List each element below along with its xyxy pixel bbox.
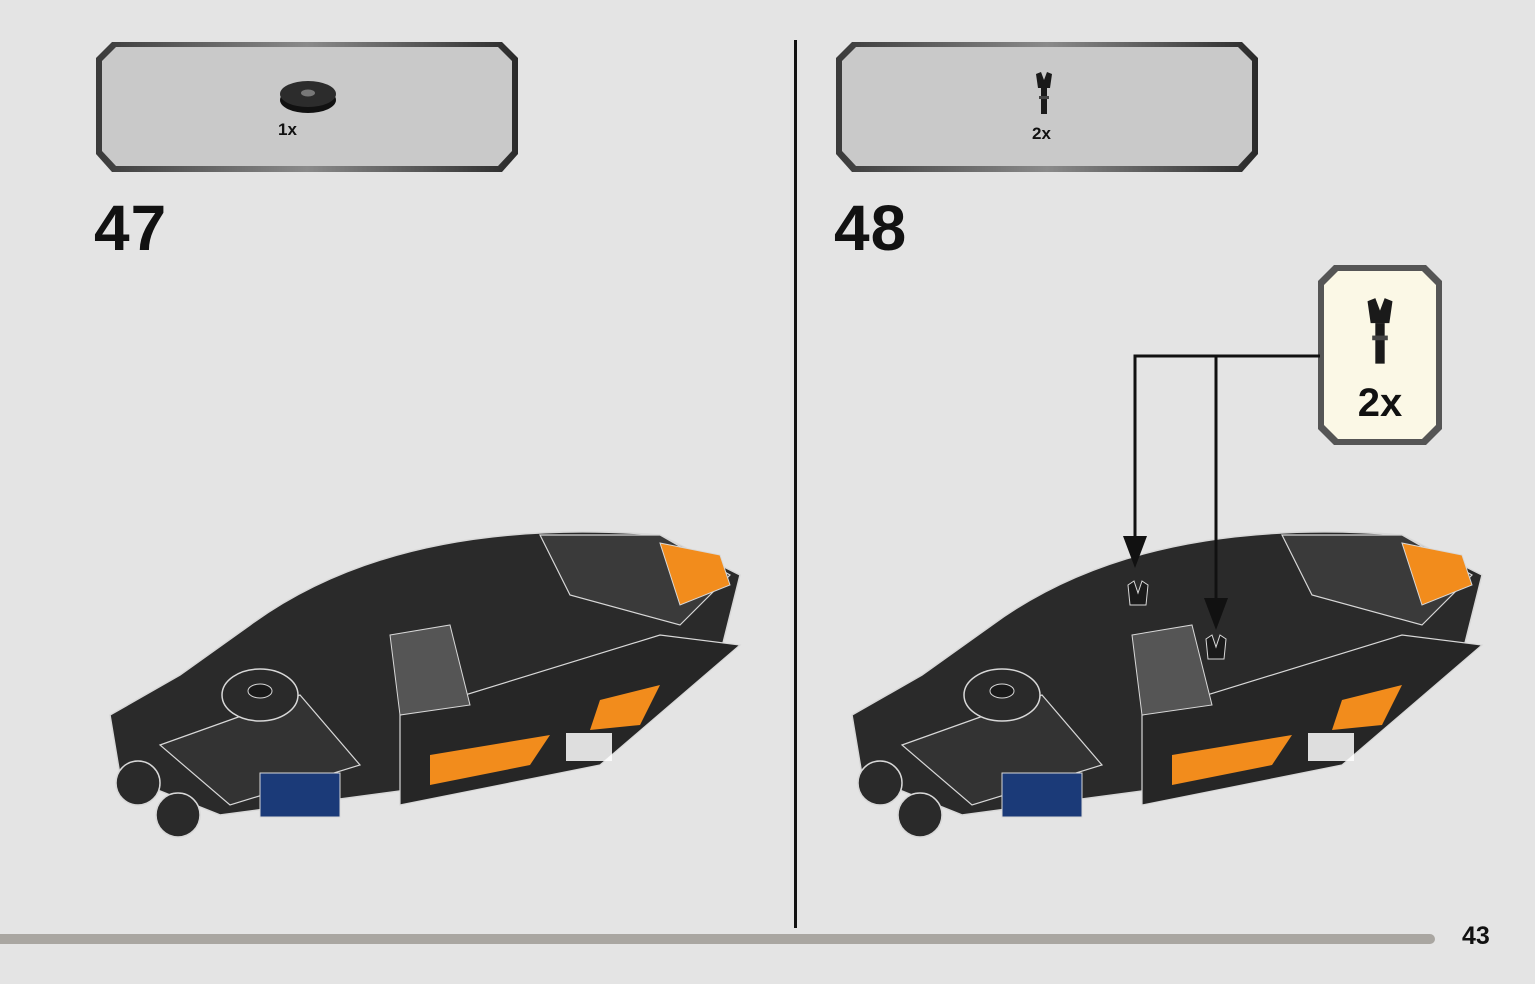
model-illustration-step-48 bbox=[851, 531, 1484, 838]
subassembly-callout: 2x bbox=[1316, 263, 1444, 447]
callout-quantity: 2x bbox=[1357, 381, 1403, 425]
car-body bbox=[109, 531, 742, 838]
page-number: 43 bbox=[1462, 922, 1490, 950]
step-number: 47 bbox=[94, 192, 168, 264]
parts-list-step-48: 2x bbox=[834, 40, 1260, 174]
lever-icon bbox=[1367, 298, 1393, 364]
step-divider bbox=[794, 40, 797, 928]
parts-list-step-47: 1x bbox=[94, 40, 520, 174]
lever-icon bbox=[1036, 72, 1052, 114]
lever-placed bbox=[1127, 580, 1227, 660]
step-number: 48 bbox=[834, 192, 908, 264]
part-quantity: 2x bbox=[1032, 124, 1051, 143]
car-body bbox=[851, 531, 1484, 838]
round-tile-icon bbox=[280, 81, 336, 113]
part-quantity: 1x bbox=[278, 120, 297, 139]
footer-progress-bar bbox=[0, 934, 1435, 944]
model-illustration-step-47 bbox=[109, 531, 742, 838]
